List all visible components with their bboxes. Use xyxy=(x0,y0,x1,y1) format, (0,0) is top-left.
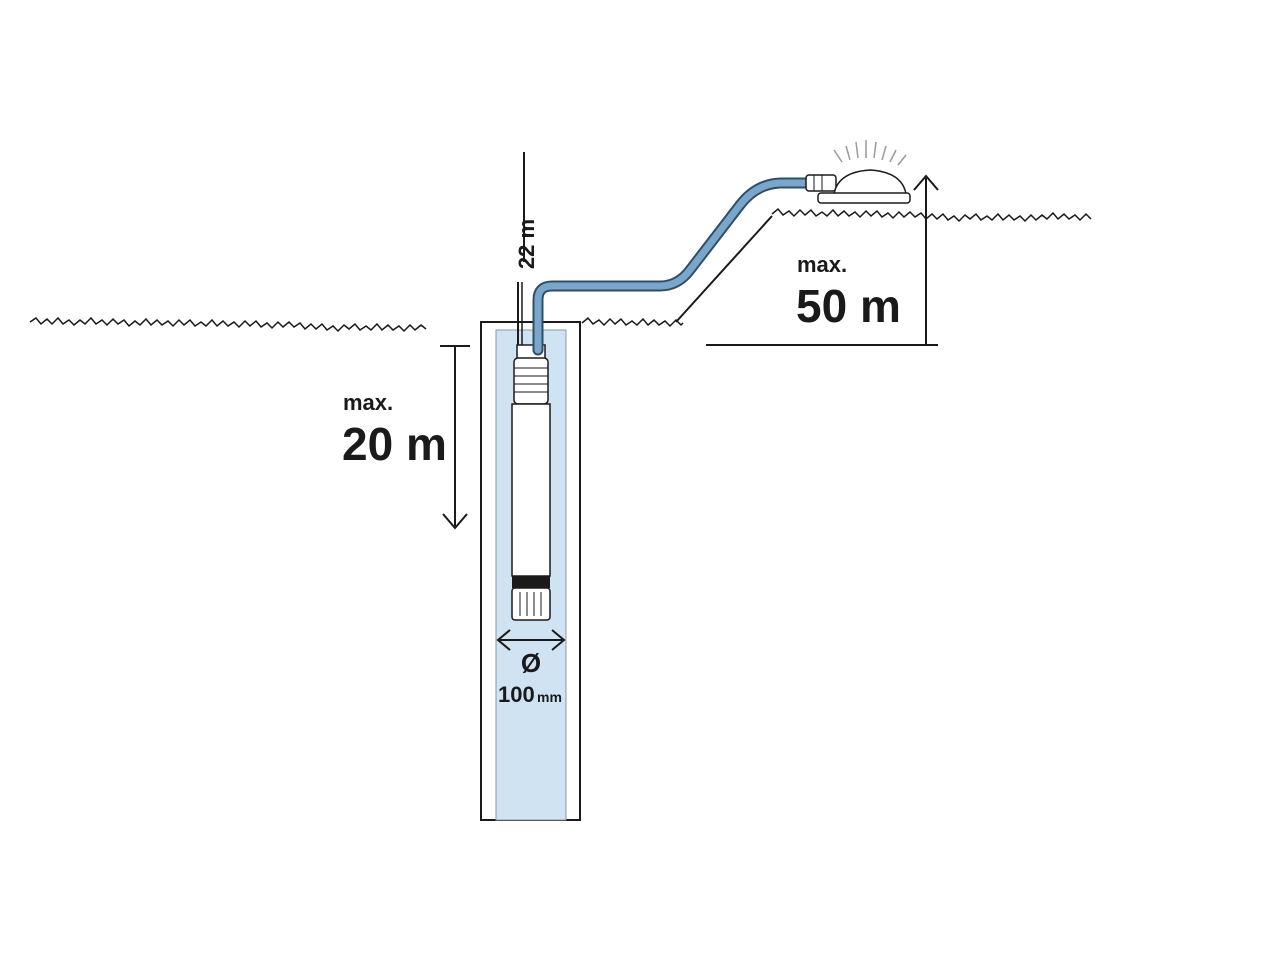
hose-fill xyxy=(534,179,810,354)
water-spray-lines xyxy=(833,140,907,166)
slope-line xyxy=(675,215,773,323)
depth-value-label: 20 m xyxy=(342,418,447,470)
submersible-pump xyxy=(511,344,551,621)
depth-dimension xyxy=(440,345,470,530)
sprinkler-base xyxy=(817,192,911,204)
height-value-label: 50 m xyxy=(796,280,901,332)
diameter-symbol-label: Ø xyxy=(521,648,541,678)
ground-grass-right xyxy=(771,207,1092,223)
height-dimension xyxy=(706,174,939,346)
diameter-value-label: 100 xyxy=(498,682,535,707)
sprinkler xyxy=(805,140,911,204)
diameter-arrow-head-left xyxy=(496,629,511,651)
depth-arrow-head xyxy=(442,513,468,530)
height-prefix-label: max. xyxy=(797,252,847,277)
pump-outlet-head xyxy=(513,357,549,405)
depth-prefix-label: max. xyxy=(343,390,393,415)
hose-connector xyxy=(805,174,837,192)
diameter-arrow-head-right xyxy=(551,629,566,651)
diameter-unit-label: mm xyxy=(537,689,562,705)
cable-length-label: 22 m xyxy=(514,219,539,269)
diameter-dimension xyxy=(496,629,566,651)
ground-grass-left xyxy=(29,316,427,333)
pump-body xyxy=(511,403,551,577)
ground-grass-middle xyxy=(581,316,684,328)
pump-band xyxy=(512,576,550,588)
garden-hose xyxy=(532,177,812,356)
height-arrow-head xyxy=(913,174,939,191)
pump-intake xyxy=(511,587,551,621)
sprinkler-body xyxy=(833,169,907,195)
power-cable xyxy=(517,152,525,345)
